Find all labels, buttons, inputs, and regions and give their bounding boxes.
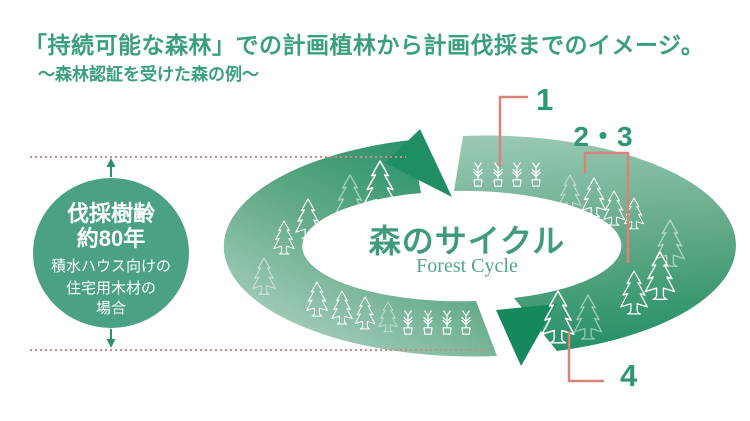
harvest-age-badge: 伐採樹齢 約80年 積水ハウス向けの 住宅用木材の 場合 [33, 158, 189, 348]
cycle-arc-right [454, 135, 736, 351]
guide-lines [30, 156, 487, 351]
marker-4-label: 4 [620, 358, 638, 393]
badge-body-line2: 住宅用木材の [66, 280, 156, 297]
page-title: 「持続可能な森林」での計画植林から計画伐採までのイメージ。 [24, 32, 705, 58]
marker-1-label: 1 [536, 82, 553, 117]
badge-circle [33, 178, 189, 328]
marker-2-3-connector [583, 151, 630, 263]
cycle-arrows [223, 129, 736, 366]
badge-body-line3: 場合 [96, 300, 126, 317]
arrow-down-icon [106, 329, 116, 348]
marker-4-connector [567, 331, 604, 383]
cycle-arrowhead-top [385, 129, 452, 197]
page-subtitle: ～森林認証を受けた森の例～ [38, 65, 259, 84]
cycle-center-label: 森のサイクル Forest Cycle [369, 223, 565, 277]
badge-title-line2: 約80年 [77, 226, 145, 251]
badge-title-line1: 伐採樹齢 [67, 201, 156, 226]
marker-1-connector [498, 95, 528, 167]
cycle-title: 森のサイクル [369, 223, 565, 259]
marker-4-harvest: 4 [567, 331, 638, 393]
marker-2-3-growing: 2・3 [573, 121, 633, 263]
marker-1-planting: 1 [498, 82, 553, 167]
marker-2-3-label: 2・3 [573, 121, 632, 152]
arrow-up-icon [106, 158, 116, 177]
cycle-arrowhead-bottom [496, 304, 556, 366]
badge-body-line1: 積水ハウス向けの [51, 258, 171, 275]
cycle-arc-left [223, 140, 497, 357]
cycle-subtitle: Forest Cycle [416, 255, 518, 277]
